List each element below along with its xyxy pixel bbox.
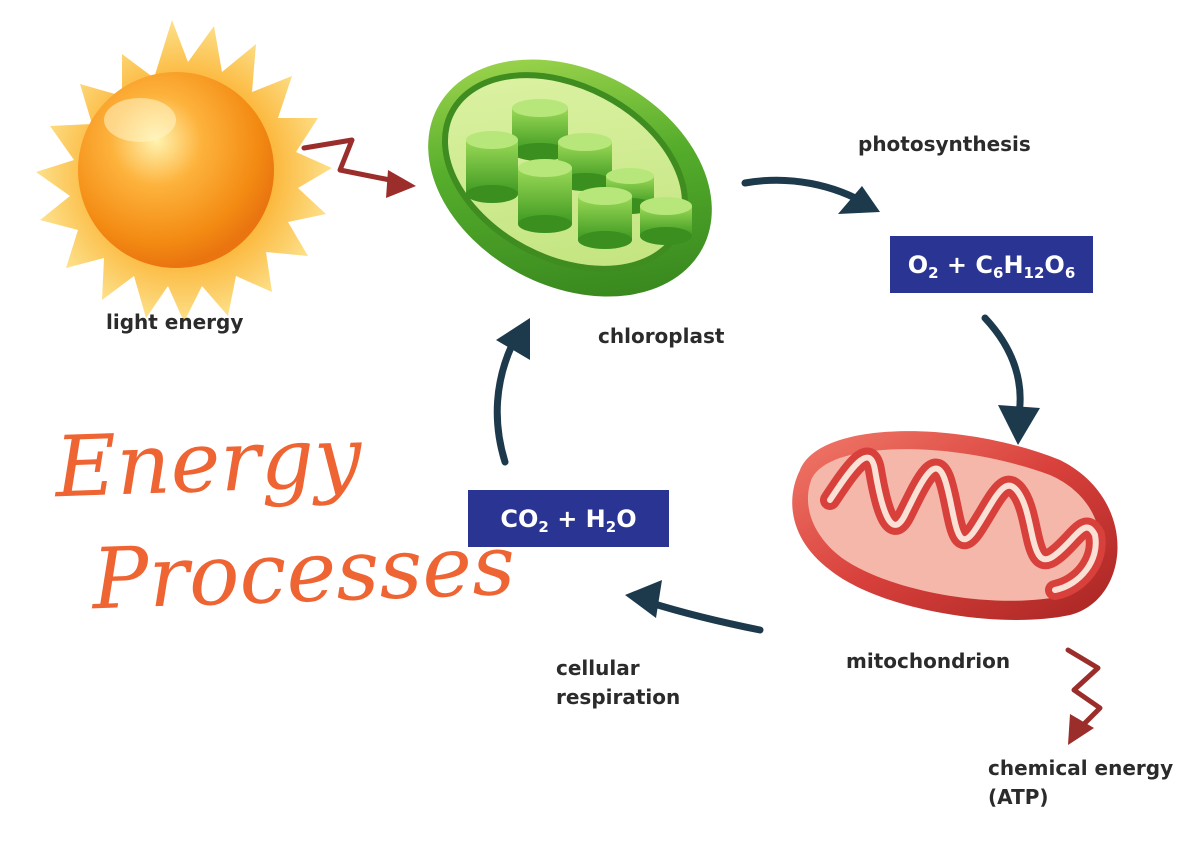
mitochondrion-icon	[792, 431, 1118, 620]
label-respiration: respiration	[556, 685, 681, 709]
label-chemical-energy: chemical energy (ATP)	[988, 754, 1173, 812]
label-light-energy: light energy	[106, 310, 244, 334]
label-cellular: cellular	[556, 656, 640, 680]
formula-products: O2 + C6H12O6	[907, 250, 1076, 282]
arrow-products-to-mitochondrion	[981, 314, 1040, 445]
formula-reactants-box: CO2 + H2O	[468, 490, 669, 547]
sun-icon	[36, 20, 332, 322]
arrow-mitochondrion-to-reactants	[625, 580, 764, 634]
label-atp: (ATP)	[988, 785, 1049, 809]
handwritten-title-line2: Processes	[90, 515, 517, 629]
label-cellular-respiration: cellular respiration	[556, 654, 680, 712]
label-chloroplast: chloroplast	[598, 324, 725, 348]
arrow-mitochondrion-to-atp	[1065, 647, 1103, 745]
arrow-reactants-to-chloroplast	[493, 318, 530, 466]
label-chemical-energy-line: chemical energy	[988, 756, 1174, 780]
formula-products-box: O2 + C6H12O6	[890, 236, 1093, 293]
arrow-light-to-chloroplast	[301, 137, 416, 198]
label-photosynthesis: photosynthesis	[858, 132, 1031, 156]
arrow-chloroplast-to-products	[741, 176, 880, 214]
chloroplast-icon	[428, 59, 712, 297]
label-mitochondrion: mitochondrion	[846, 649, 1011, 673]
handwritten-title-line1: Energy	[53, 407, 364, 517]
formula-reactants: CO2 + H2O	[500, 504, 637, 536]
